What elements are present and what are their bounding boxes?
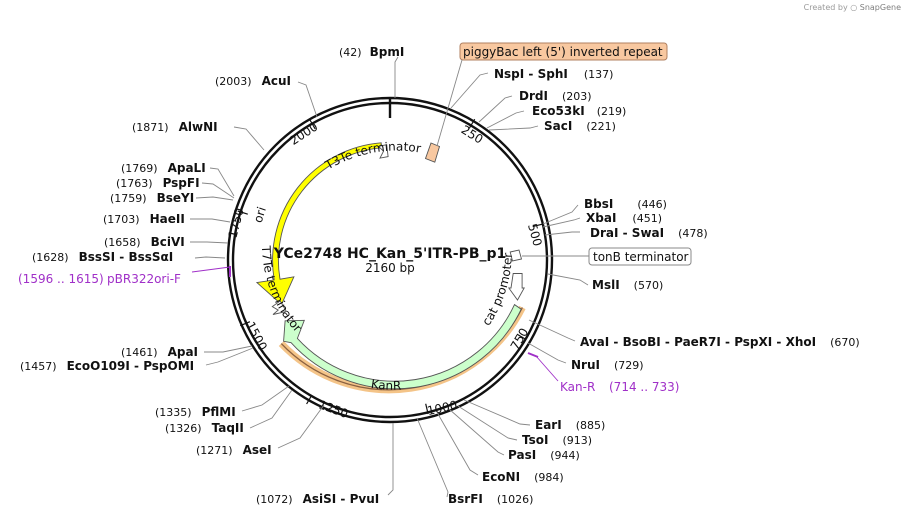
- site-pasi: PasI(944): [508, 448, 580, 462]
- piggybac-label-box: [459, 42, 668, 61]
- site-msli: MslI(570): [592, 278, 663, 292]
- site-ecoo109i-pspomi: (1457)EcoO109I - PspOMI: [20, 359, 194, 373]
- kan-primer-pos: (714 .. 733): [609, 380, 679, 394]
- site-acui: (2003)AcuI: [215, 74, 291, 88]
- feature-t3te-terminator-arrow: [377, 144, 389, 159]
- kan-primer-name: Kan-R: [560, 380, 595, 394]
- pbr322ori-primer-pos: (1596 .. 1615): [18, 272, 104, 286]
- site-pflmi: (1335)PflMI: [155, 405, 236, 419]
- kanr-label: KanR: [370, 377, 401, 393]
- site-bbsi: BbsI(446): [584, 197, 667, 211]
- plasmid-size: 2160 bp: [365, 261, 415, 275]
- feature-tonb-terminator-arrow: [509, 249, 523, 262]
- tonb-label: tonB terminator: [593, 250, 689, 264]
- site-drdi: DrdI(203): [519, 89, 592, 103]
- site-tsoi: TsoI(913): [522, 433, 592, 447]
- tick-label-1000: 1000: [426, 398, 459, 418]
- snapgene-credit: Created by ○ SnapGene: [804, 3, 901, 12]
- feature-ori-arrow: [255, 142, 382, 306]
- pbr322ori-leader: [191, 266, 231, 273]
- site-pspfi: (1763)PspFI: [116, 176, 200, 190]
- site-bcivi: (1658)BciVI: [104, 235, 185, 249]
- site-alwni: (1871)AlwNI: [132, 120, 218, 134]
- piggybac-label: piggyBac left (5') inverted repeat: [463, 45, 663, 59]
- pbr322ori-primer-name: pBR322ori-F: [107, 272, 181, 286]
- tonb-label-box: [588, 247, 692, 266]
- tick-label-500: 500: [525, 222, 545, 248]
- tick-label-1250: 1250: [317, 397, 350, 421]
- site-eari: EarI(885): [535, 418, 605, 432]
- feature-kanr-arrow: [283, 303, 522, 390]
- plasmid-name: YCe2748 HC_Kan_5'ITR-PB_p1: [273, 246, 507, 262]
- site-nspi-sphi: NspI - SphI(137): [494, 67, 613, 81]
- site-apali: (1769)ApaLI: [121, 161, 206, 175]
- ori-label: ori: [251, 205, 269, 224]
- site-eco53ki: Eco53kI(219): [532, 104, 626, 118]
- site-haeii: (1703)HaeII: [103, 212, 185, 226]
- tick-label-1750: 1750: [226, 207, 247, 240]
- site-drai-swai: DraI - SwaI(478): [590, 226, 708, 240]
- site-asisi-pvui: (1072)AsiSI - PvuI: [256, 492, 379, 506]
- site-econi: EcoNI(984): [482, 470, 564, 484]
- feature-t7te-terminator-arrow: [271, 300, 288, 315]
- site-nrui: NruI(729): [571, 358, 644, 372]
- site-avai-group: AvaI - BsoBI - PaeR7I - PspXI - XhoI(670…: [580, 335, 860, 349]
- site-bsrfi: BsrFI(1026): [448, 492, 533, 506]
- piggybac-leader: [436, 59, 463, 147]
- site-leaders: [190, 56, 589, 498]
- site-saci: SacI(221): [544, 119, 616, 133]
- site-asei: (1271)AseI: [196, 443, 272, 457]
- site-xbai: XbaI(451): [586, 211, 662, 225]
- site-bsssi-bsssai: (1628)BssSI - BssSαI: [32, 250, 173, 264]
- snapgene-logo-icon: ○: [850, 3, 858, 12]
- site-taqii: (1326)TaqII: [165, 421, 244, 435]
- feature-cat-promoter-arrow: [507, 273, 525, 301]
- credit-brand: SnapGene: [859, 3, 901, 12]
- feature-piggybac-box: [424, 142, 441, 163]
- site-bpmi: (42)BpmI: [339, 45, 404, 59]
- site-bseyi: (1759)BseYI: [110, 191, 194, 205]
- coordinate-ticks: [237, 118, 544, 415]
- site-apai: (1461)ApaI: [121, 345, 198, 359]
- credit-text: Created by: [803, 3, 848, 12]
- kan-primer-leader: [535, 355, 559, 382]
